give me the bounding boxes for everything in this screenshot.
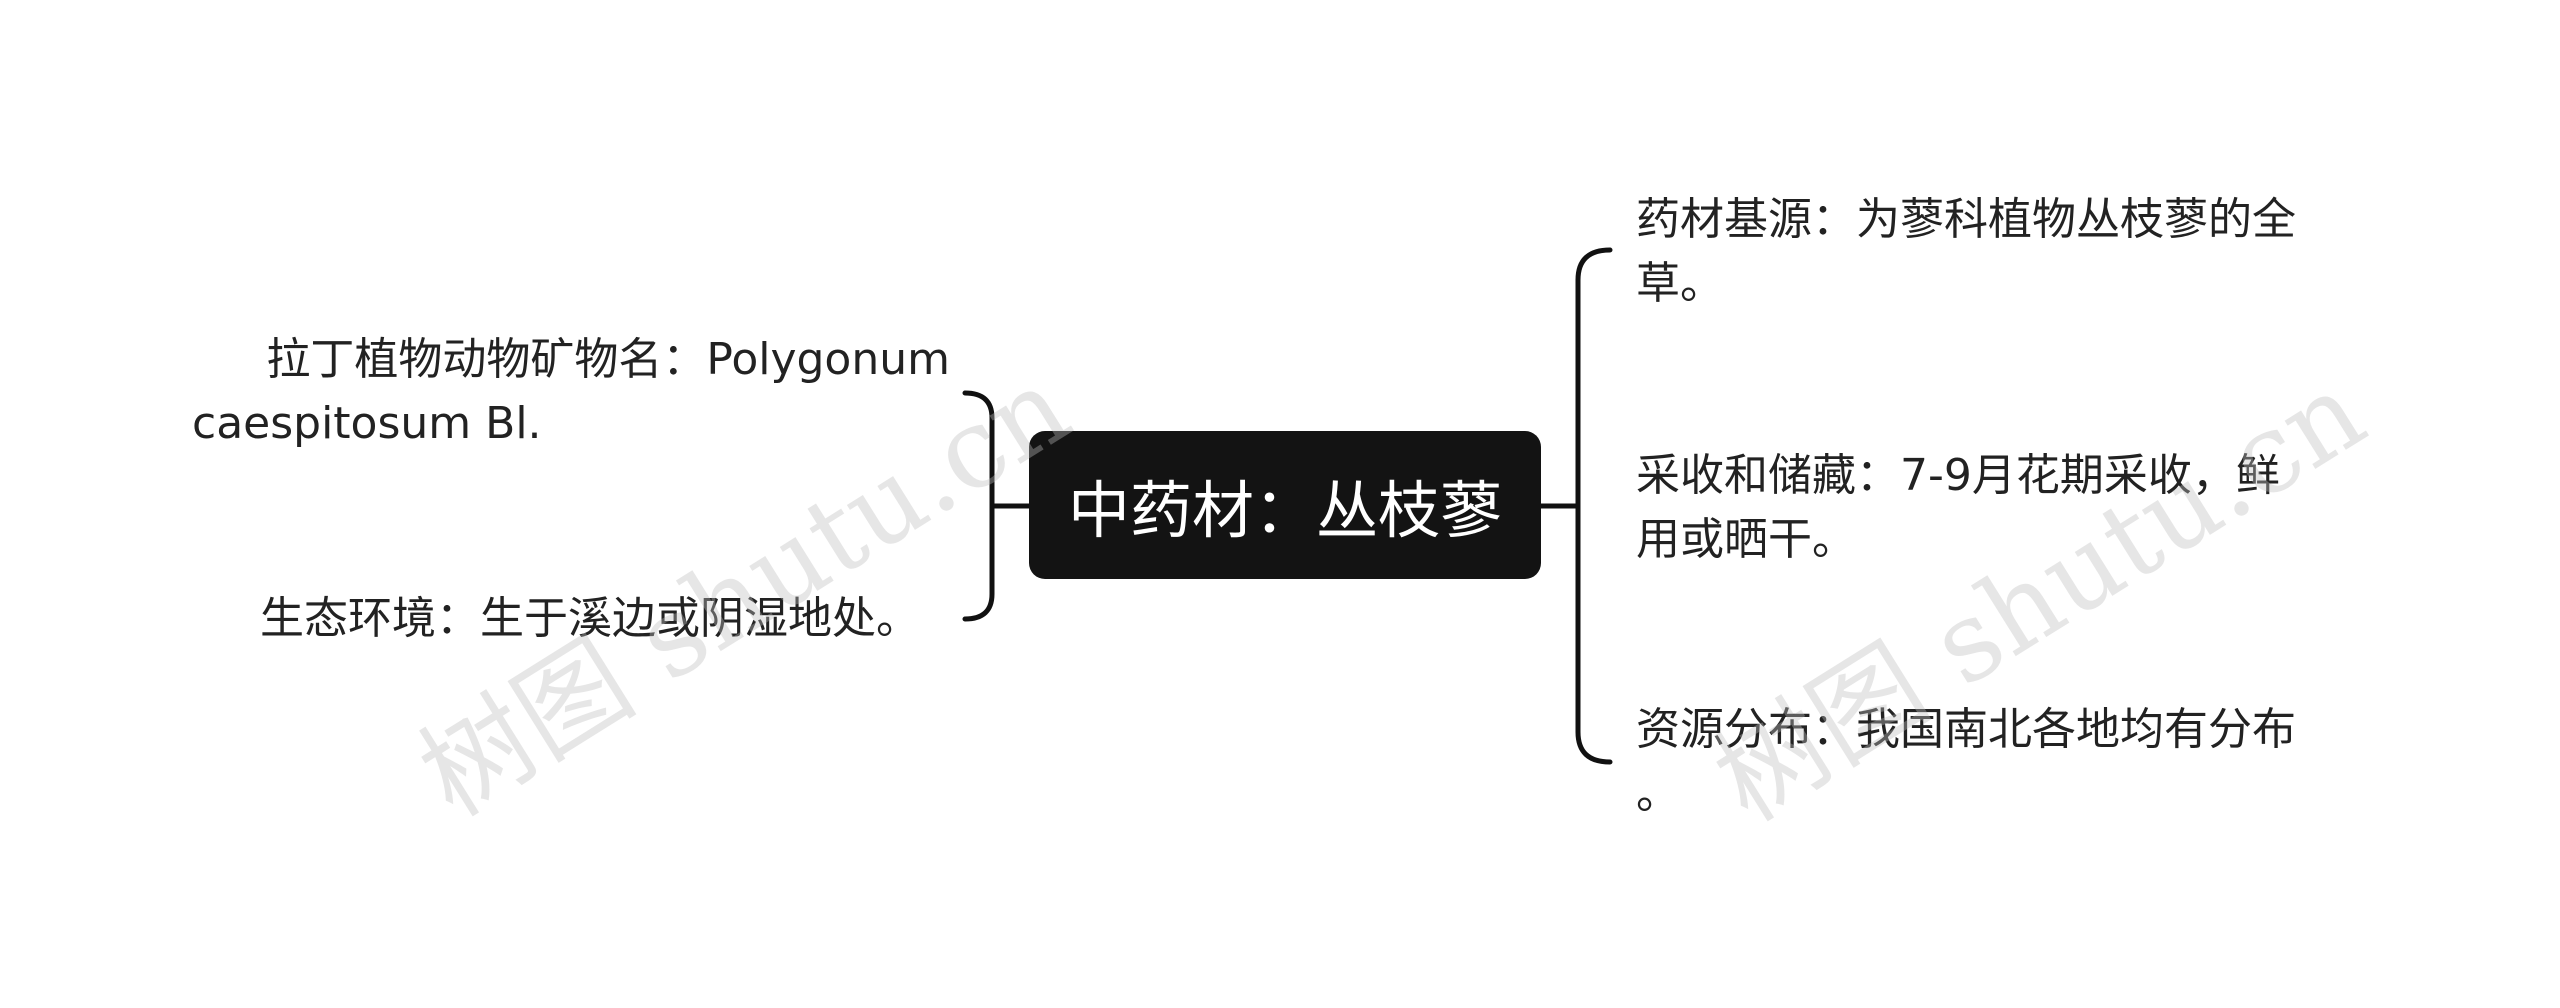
left-topic-latin-name[interactable]: 拉丁植物动物矿物名：Polygonum caespitosum Bl. [180, 328, 950, 456]
right-topic-source[interactable]: 药材基源：为蓼科植物丛枝蓼的全 草。 [1636, 188, 2396, 316]
right-topic-source-line-2: 草。 [1636, 258, 1724, 309]
right-topic-harvest-storage[interactable]: 采收和储藏：7-9月花期采收，鲜 用或晒干。 [1636, 444, 2396, 572]
right-topic-distribution-line-1: 资源分布：我国南北各地均有分布 [1636, 704, 2296, 755]
right-topic-harvest-storage-line-2: 用或晒干。 [1636, 514, 1856, 565]
right-topic-distribution[interactable]: 资源分布：我国南北各地均有分布 。 [1636, 698, 2396, 826]
right-topic-harvest-storage-line-1: 采收和储藏：7-9月花期采收，鲜 [1636, 450, 2280, 501]
right-topic-source-line-1: 药材基源：为蓼科植物丛枝蓼的全 [1636, 194, 2296, 245]
left-topic-latin-name-line-2: caespitosum Bl. [192, 398, 542, 449]
left-connector-bracket [962, 390, 995, 622]
right-connector-bracket [1575, 247, 1613, 765]
central-topic-node[interactable]: 中药材：丛枝蓼 [1029, 431, 1541, 579]
right-topic-distribution-line-2: 。 [1636, 768, 1680, 819]
left-topic-latin-name-line-1: 拉丁植物动物矿物名：Polygonum [266, 334, 950, 385]
left-topic-habitat-line-1: 生态环境：生于溪边或阴湿地处。 [260, 593, 920, 644]
left-topic-habitat[interactable]: 生态环境：生于溪边或阴湿地处。 [180, 587, 920, 651]
central-topic-label: 中药材：丛枝蓼 [1067, 474, 1502, 547]
